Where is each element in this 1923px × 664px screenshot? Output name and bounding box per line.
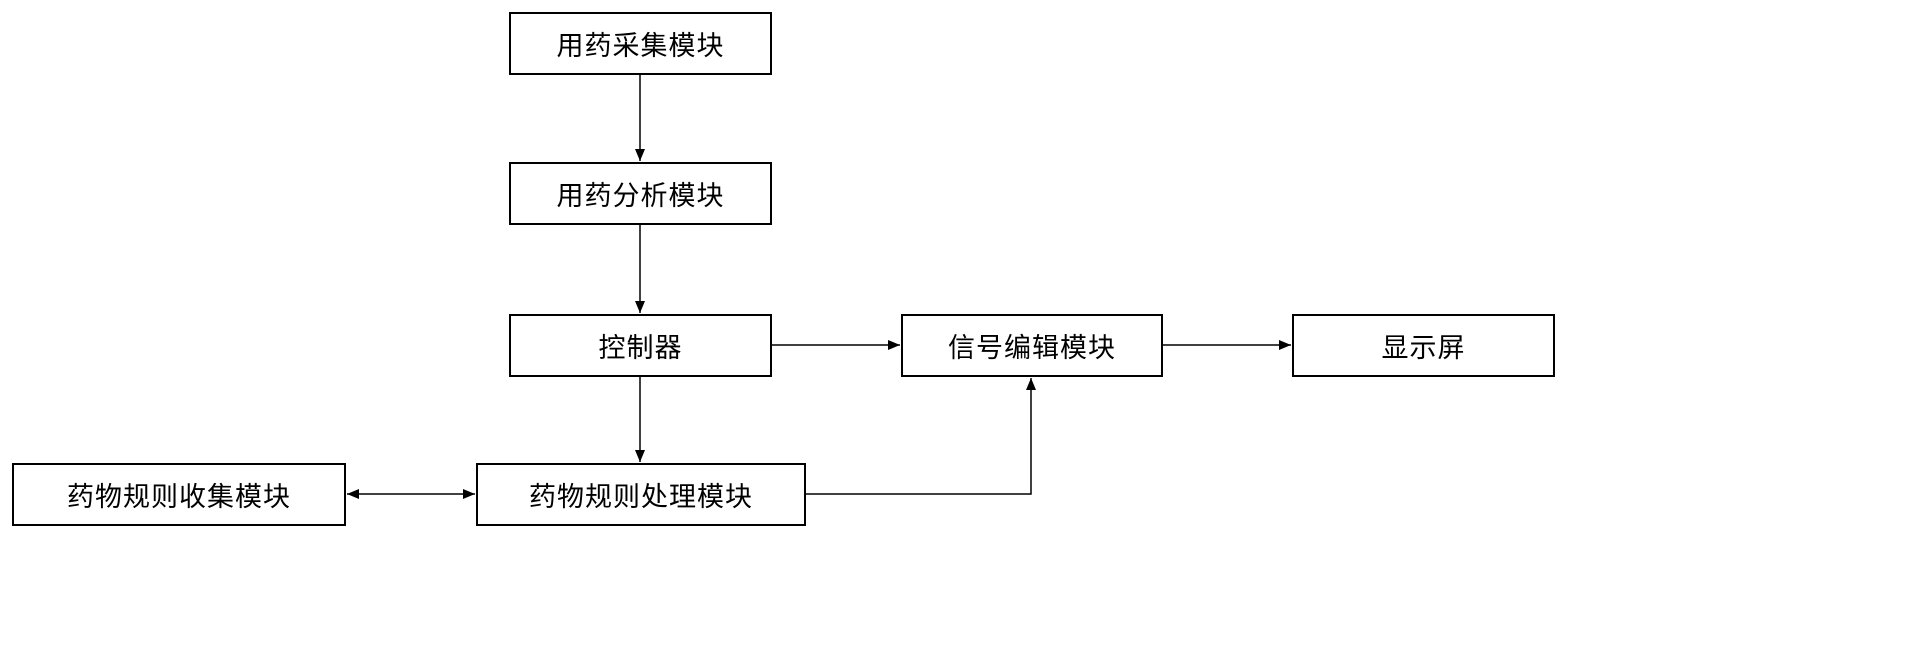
- node-rule-collect-label: 药物规则收集模块: [67, 482, 291, 513]
- node-analysis-label: 用药分析模块: [556, 181, 725, 212]
- node-rule-process-label: 药物规则处理模块: [529, 482, 753, 513]
- node-analysis: 用药分析模块: [509, 162, 772, 225]
- node-display-label: 显示屏: [1381, 333, 1466, 364]
- flow-diagram: [347, 75, 1291, 499]
- node-rule-process: 药物规则处理模块: [476, 463, 806, 526]
- node-collect: 用药采集模块: [509, 12, 772, 75]
- node-display: 显示屏: [1292, 314, 1555, 377]
- edge-ruleprocess-to-signal: [806, 378, 1036, 495]
- node-rule-collect: 药物规则收集模块: [12, 463, 346, 526]
- node-signal-edit: 信号编辑模块: [901, 314, 1163, 377]
- node-controller-label: 控制器: [598, 333, 683, 364]
- node-collect-label: 用药采集模块: [556, 31, 725, 62]
- node-signal-edit-label: 信号编辑模块: [948, 333, 1116, 364]
- node-controller: 控制器: [509, 314, 772, 377]
